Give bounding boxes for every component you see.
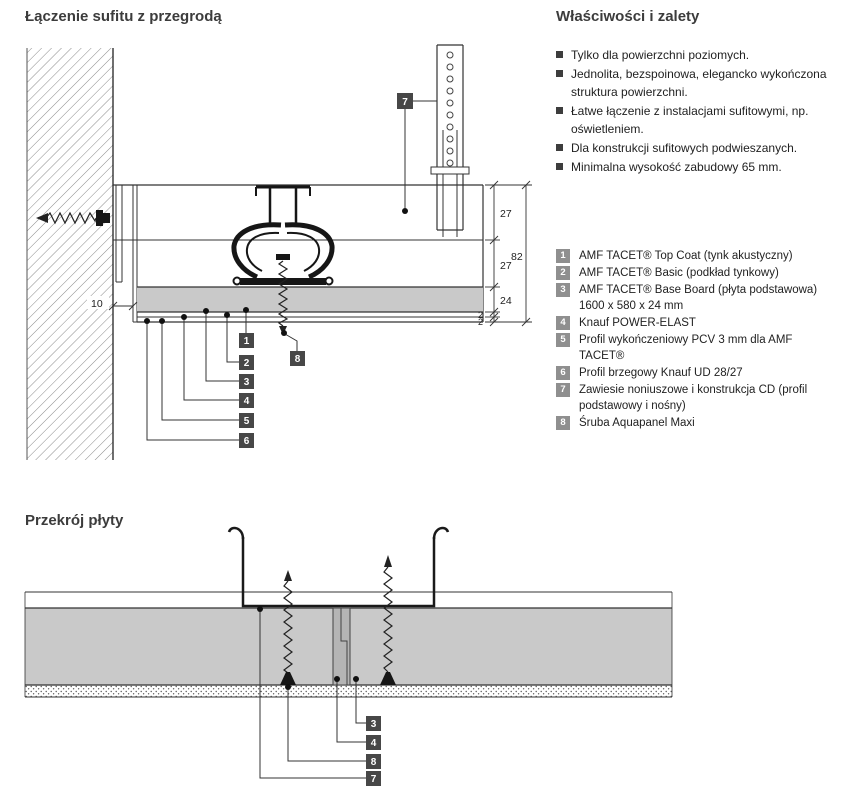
callout-5: 5 — [239, 413, 254, 428]
property-text: Tylko dla powierzchni poziomych. — [571, 48, 750, 62]
bullet-square-icon — [556, 144, 563, 151]
ud-edge-profile — [115, 185, 141, 323]
callout-3-number: 3 — [244, 377, 250, 388]
property-text: Jednolita, bezspoinowa, elegancko wykońc… — [571, 67, 827, 99]
wall-anchor-screw — [36, 210, 110, 226]
bullet-square-icon — [556, 107, 563, 114]
detail2-title: Przekrój płyty — [25, 512, 124, 529]
legend-number-badge: 5 — [556, 333, 570, 347]
legend-number-badge: 1 — [556, 249, 570, 263]
legend-text: Profil wykończeniowy PCV 3 mm dla AMF TA… — [579, 334, 793, 362]
property-text: Minimalna wysokość zabudowy 65 mm. — [571, 160, 782, 174]
property-item: Dla konstrukcji sufitowych podwieszanych… — [556, 139, 830, 157]
callout-7-number: 7 — [371, 774, 377, 785]
bullet-square-icon — [556, 51, 563, 58]
property-item: Jednolita, bezspoinowa, elegancko wykońc… — [556, 65, 830, 101]
legend-item: 4 Knauf POWER-ELAST — [556, 315, 836, 331]
legend-text: AMF TACET® Basic (podkład tynkowy) — [579, 267, 779, 279]
dim-24-board: 24 — [500, 295, 512, 307]
callout-4: 4 — [239, 393, 254, 408]
dim-2-layer1: 2 — [478, 310, 483, 320]
legend-item: 8 Śruba Aquapanel Maxi — [556, 415, 836, 431]
figure-ceiling-partition-detail: 7 27 27 24 2 2 82 10 — [26, 44, 532, 460]
detail1-title: Łączenie sufitu z przegrodą — [25, 8, 222, 25]
bullet-square-icon — [556, 70, 563, 77]
legend-list: 1 AMF TACET® Top Coat (tynk akustyczny) 2… — [556, 248, 836, 432]
legend-text: Śruba Aquapanel Maxi — [579, 417, 695, 429]
callout-7-number: 7 — [402, 97, 408, 108]
callout-1: 1 — [239, 333, 254, 348]
callout-1-number: 1 — [244, 336, 250, 347]
dim-10-gap: 10 — [91, 298, 103, 310]
leader-dots — [144, 307, 287, 336]
wall-hatch — [26, 48, 114, 460]
callout-2-number: 2 — [244, 358, 250, 369]
callout-4: 4 — [366, 735, 381, 750]
legend-number-badge: 7 — [556, 383, 570, 397]
legend-number-badge: 6 — [556, 366, 570, 380]
plaster-layer-texture — [25, 685, 672, 697]
property-item: Łatwe łączenie z instalacjami sufitowymi… — [556, 102, 830, 138]
nonius-hanger — [430, 44, 470, 237]
callout-3: 3 — [366, 716, 381, 731]
dimension-lines — [485, 180, 532, 327]
legend-number-badge: 4 — [556, 316, 570, 330]
legend-text: AMF TACET® Base Board (płyta podstawowa)… — [579, 284, 818, 312]
legend-text: AMF TACET® Top Coat (tynk akustyczny) — [579, 250, 793, 262]
callout-8-number: 8 — [371, 757, 377, 768]
property-text: Łatwe łączenie z instalacjami sufitowymi… — [571, 104, 809, 136]
callout-5-number: 5 — [244, 416, 250, 427]
dim-27-upper: 27 — [500, 208, 512, 220]
hanger-holes — [446, 51, 454, 167]
bullet-square-icon — [556, 163, 563, 170]
legend-item: 2 AMF TACET® Basic (podkład tynkowy) — [556, 265, 836, 281]
legend-text: Zawiesie noniuszowe i konstrukcja CD (pr… — [579, 384, 808, 412]
cd-channel — [227, 526, 450, 608]
dim-2-layer2: 2 — [478, 317, 483, 327]
legend-item: 5 Profil wykończeniowy PCV 3 mm dla AMF T… — [556, 332, 836, 364]
screw-left — [280, 570, 296, 685]
legend-item: 6 Profil brzegowy Knauf UD 28/27 — [556, 365, 836, 381]
callout-8: 8 — [366, 754, 381, 769]
callout-3-number: 3 — [371, 719, 377, 730]
legend-text: Knauf POWER-ELAST — [579, 317, 696, 329]
callout-2: 2 — [239, 355, 254, 370]
callout-8-number: 8 — [295, 354, 301, 365]
callout-4-number: 4 — [244, 396, 250, 407]
mounting-clip — [231, 185, 335, 286]
callout-7: 7 — [366, 771, 381, 786]
leader-lines — [146, 310, 298, 441]
properties-title: Właściwości i zalety — [556, 8, 700, 25]
property-item: Tylko dla powierzchni poziomych. — [556, 46, 830, 64]
callout-6-number: 6 — [244, 436, 250, 447]
leader-lines — [259, 609, 366, 779]
callout-6: 6 — [239, 433, 254, 448]
legend-number-badge: 2 — [556, 266, 570, 280]
callout-8: 8 — [290, 351, 305, 366]
board-joint — [332, 607, 351, 686]
property-text: Dla konstrukcji sufitowych podwieszanych… — [571, 141, 798, 155]
callout-4-number: 4 — [371, 738, 377, 749]
leader-dots — [257, 606, 359, 690]
legend-number-badge: 8 — [556, 416, 570, 430]
legend-text: Profil brzegowy Knauf UD 28/27 — [579, 367, 743, 379]
dimension-gap: 10 — [87, 296, 138, 311]
legend-item: 7 Zawiesie noniuszowe i konstrukcja CD (p… — [556, 382, 836, 414]
properties-list: Tylko dla powierzchni poziomych. Jednoli… — [556, 46, 830, 177]
screw-right — [380, 555, 396, 685]
legend-item: 1 AMF TACET® Top Coat (tynk akustyczny) — [556, 248, 836, 264]
callout-3: 3 — [239, 374, 254, 389]
callout-7: 7 — [397, 93, 437, 214]
figure-board-cross-section: 3 4 8 7 — [24, 526, 673, 786]
dim-82-total: 82 — [511, 251, 523, 263]
base-board — [137, 286, 483, 323]
property-item: Minimalna wysokość zabudowy 65 mm. — [556, 158, 830, 176]
leader-dot — [402, 208, 408, 214]
legend-number-badge: 3 — [556, 283, 570, 297]
dim-27-lower: 27 — [500, 260, 512, 272]
legend-item: 3 AMF TACET® Base Board (płyta podstawowa… — [556, 282, 836, 314]
